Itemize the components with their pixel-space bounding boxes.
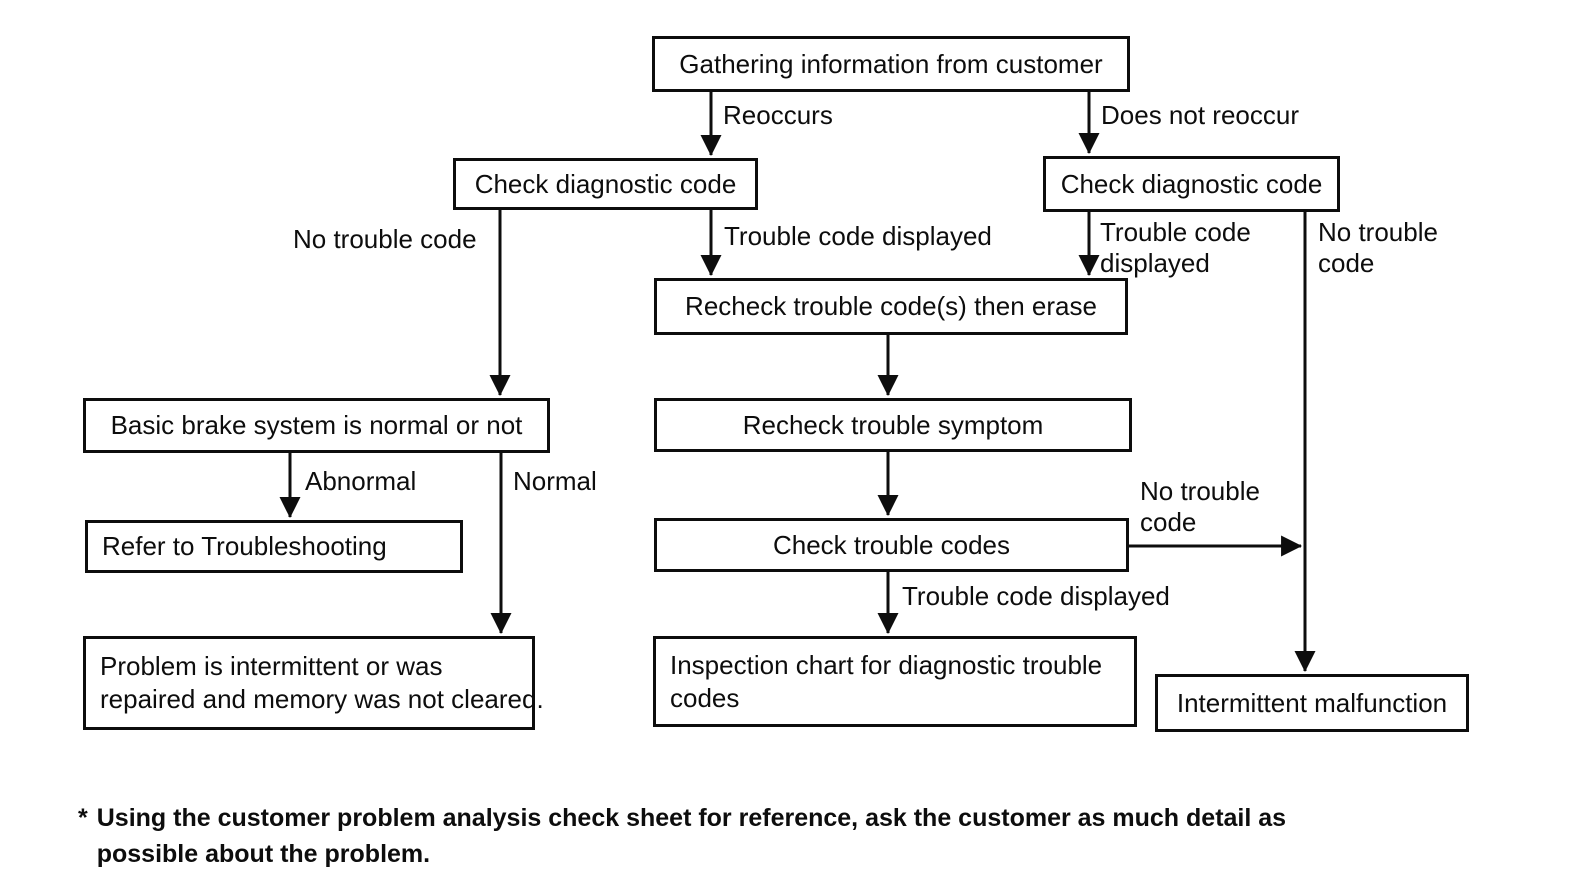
flow-node-check-diagnostic-left: Check diagnostic code bbox=[453, 158, 758, 210]
flow-node-check-trouble-codes: Check trouble codes bbox=[654, 518, 1129, 572]
flow-node-label: Refer to Troubleshooting bbox=[102, 531, 387, 561]
edge-label-trouble-code-displayed-left: Trouble code displayed bbox=[724, 221, 992, 251]
flow-node-check-diagnostic-right: Check diagnostic code bbox=[1043, 156, 1340, 212]
flow-node-label: Intermittent malfunction bbox=[1176, 687, 1448, 718]
flow-node-label: Check trouble codes bbox=[772, 529, 1011, 560]
flow-node-label: codes bbox=[670, 682, 740, 713]
flow-node-label: Gathering information from customer bbox=[679, 48, 1103, 79]
flow-node-label: Basic brake system is normal or not bbox=[110, 410, 523, 440]
footnote: * Using the customer problem analysis ch… bbox=[78, 800, 1286, 872]
edge-label-reoccurs: Reoccurs bbox=[723, 100, 833, 130]
flow-node-label: Problem is intermittent or was bbox=[100, 651, 443, 681]
footnote-text: Using the customer problem analysis chec… bbox=[97, 800, 1286, 872]
flow-node-recheck-symptom: Recheck trouble symptom bbox=[654, 398, 1132, 452]
footnote-asterisk: * bbox=[78, 804, 88, 832]
flow-node-label: Check diagnostic code bbox=[474, 168, 737, 199]
flow-node-recheck-erase: Recheck trouble code(s) then erase bbox=[654, 278, 1128, 335]
edge-label-no-trouble-code-left: No trouble code bbox=[293, 224, 477, 254]
edge-label-normal: Normal bbox=[513, 466, 597, 496]
flow-node-basic-brake: Basic brake system is normal or not bbox=[83, 398, 550, 453]
footnote-line-1: Using the customer problem analysis chec… bbox=[96, 804, 1287, 832]
flow-node-label: repaired and memory was not cleared. bbox=[100, 684, 544, 714]
flow-node-label: Inspection chart for diagnostic trouble bbox=[670, 649, 1103, 680]
footnote-line-2: possible about the problem. bbox=[96, 840, 431, 868]
flow-node-refer-troubleshooting: Refer to Troubleshooting bbox=[85, 520, 463, 573]
flow-node-label: Check diagnostic code bbox=[1060, 168, 1323, 199]
flow-node-label: Recheck trouble symptom bbox=[742, 409, 1044, 440]
flow-node-label: Recheck trouble code(s) then erase bbox=[685, 291, 1097, 321]
edge-label-codes-to-inspection: Trouble code displayed bbox=[902, 581, 1170, 611]
edge-label-abnormal: Abnormal bbox=[305, 466, 417, 496]
flow-node-gathering: Gathering information from customer bbox=[652, 36, 1130, 92]
edge-label-does-not-reoccur: Does not reoccur bbox=[1101, 100, 1299, 130]
flow-node-intermittent-malfunction: Intermittent malfunction bbox=[1155, 674, 1469, 732]
